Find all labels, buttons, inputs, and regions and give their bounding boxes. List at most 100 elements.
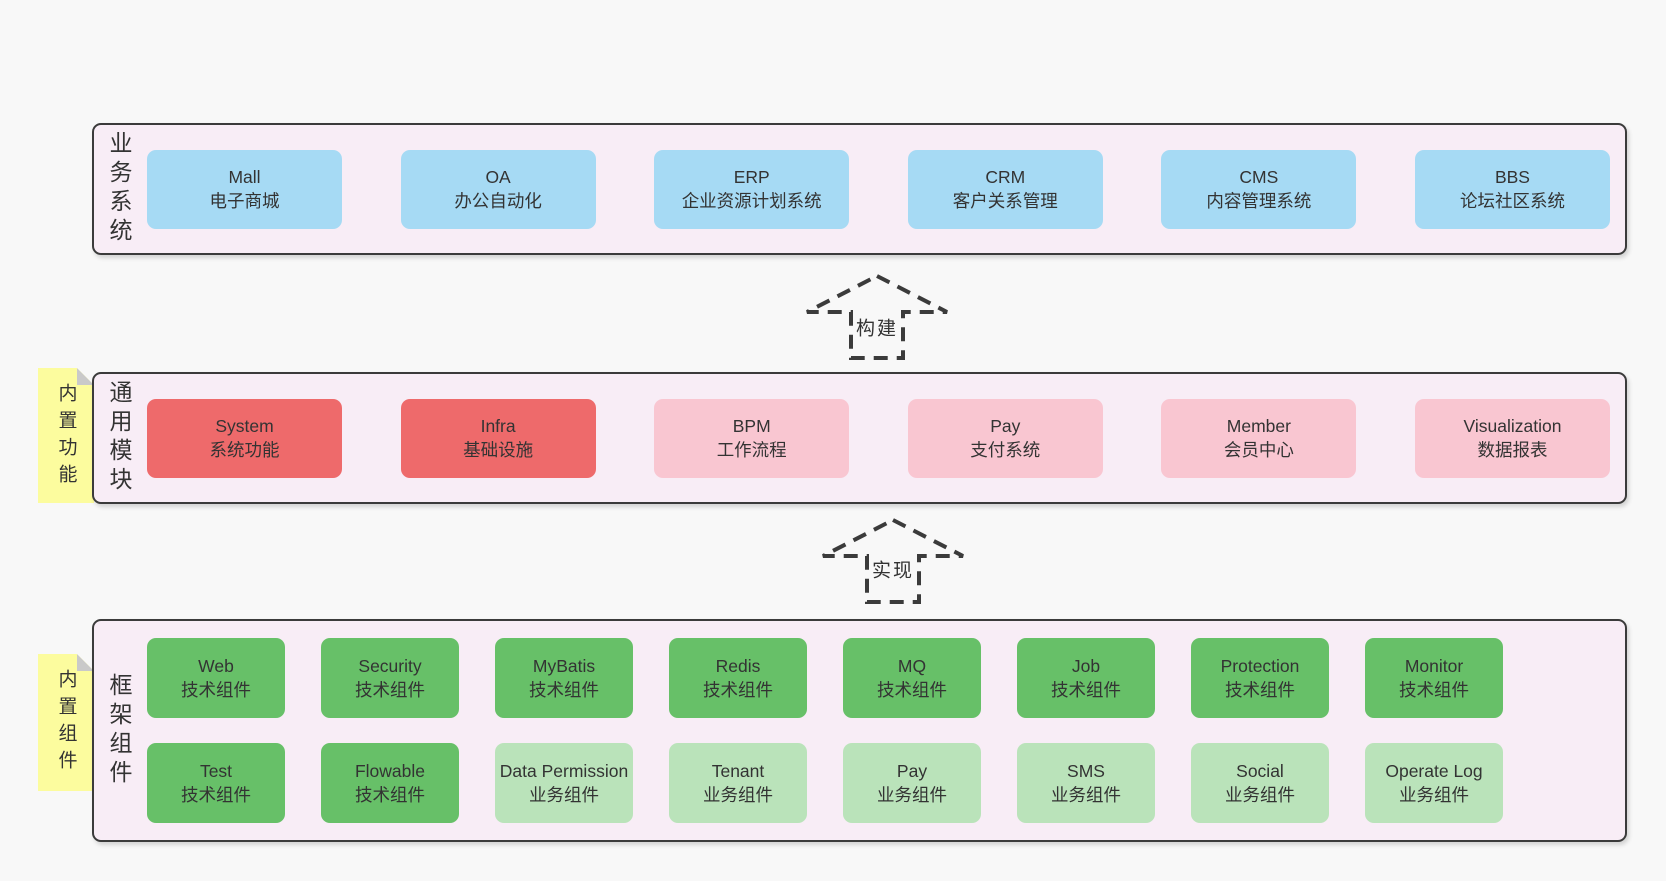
- box-title: Member: [1226, 416, 1291, 436]
- box-title: Job: [1071, 656, 1101, 676]
- box-title: Web: [198, 656, 234, 676]
- tenant-box: Tenant 业务组件: [669, 743, 807, 823]
- box-title: Tenant: [711, 761, 765, 781]
- box-subtitle: 业务组件: [1051, 785, 1121, 805]
- box-title: Pay: [896, 761, 928, 781]
- note-label: 内置组件: [55, 669, 77, 777]
- monitor-box: Monitor 技术组件: [1365, 638, 1503, 718]
- pay-box: Pay 支付系统: [907, 398, 1103, 478]
- box-subtitle: 论坛社区系统: [1459, 191, 1565, 211]
- box-subtitle: 工作流程: [716, 440, 787, 460]
- box-subtitle: 技术组件: [181, 785, 251, 805]
- layer-label-common: 通用模块: [106, 380, 132, 496]
- sticky-note-builtin-features: 内置功能: [38, 368, 94, 503]
- box-title: MQ: [897, 656, 927, 676]
- data-permission-box: Data Permission 业务组件: [495, 743, 633, 823]
- job-box: Job 技术组件: [1017, 638, 1155, 718]
- framework-rows: Web 技术组件 Security 技术组件 MyBatis 技术组件 Redi…: [141, 638, 1625, 823]
- operate-log-box: Operate Log 业务组件: [1365, 743, 1503, 823]
- box-subtitle: 技术组件: [877, 680, 947, 700]
- box-title: Security: [358, 656, 422, 676]
- crm-box: CRM 客户关系管理: [907, 149, 1103, 229]
- security-box: Security 技术组件: [321, 638, 459, 718]
- box-subtitle: 客户关系管理: [952, 191, 1058, 211]
- cms-box: CMS 内容管理系统: [1161, 149, 1357, 229]
- layer-label-framework: 框架组件: [106, 672, 132, 789]
- member-box: Member 会员中心: [1161, 398, 1357, 478]
- business-systems-layer: 业务系统 Mall 电子商城 OA 办公自动化 ERP 企业资源计划系统 CRM…: [92, 123, 1627, 255]
- box-subtitle: 技术组件: [355, 680, 425, 700]
- box-title: Redis: [715, 656, 761, 676]
- box-title: System: [215, 416, 274, 436]
- box-subtitle: 技术组件: [355, 785, 425, 805]
- common-modules-layer: 通用模块 System 系统功能 Infra 基础设施 BPM 工作流程 Pay…: [92, 372, 1627, 504]
- flowable-box: Flowable 技术组件: [321, 743, 459, 823]
- bbs-box: BBS 论坛社区系统: [1414, 149, 1610, 229]
- box-title: SMS: [1067, 761, 1105, 781]
- sms-box: SMS 业务组件: [1017, 743, 1155, 823]
- framework-components-layer: 框架组件 Web 技术组件 Security 技术组件 MyBatis 技术组件…: [92, 619, 1627, 842]
- box-subtitle: 业务组件: [877, 785, 947, 805]
- infra-box: Infra 基础设施: [400, 398, 596, 478]
- box-title: MyBatis: [532, 656, 596, 676]
- business-boxes-row: Mall 电子商城 OA 办公自动化 ERP 企业资源计划系统 CRM 客户关系…: [141, 149, 1625, 229]
- box-subtitle: 技术组件: [1051, 680, 1121, 700]
- build-arrow-label: 构建: [853, 312, 901, 342]
- box-subtitle: 技术组件: [1225, 680, 1295, 700]
- box-subtitle: 会员中心: [1223, 440, 1294, 460]
- box-title: Mall: [228, 167, 261, 187]
- common-boxes-row: System 系统功能 Infra 基础设施 BPM 工作流程 Pay 支付系统…: [141, 398, 1625, 478]
- box-title: OA: [485, 167, 511, 187]
- box-title: BBS: [1494, 167, 1530, 187]
- box-subtitle: 内容管理系统: [1206, 191, 1312, 211]
- mq-box: MQ 技术组件: [843, 638, 981, 718]
- box-subtitle: 业务组件: [529, 785, 599, 805]
- box-subtitle: 技术组件: [703, 680, 773, 700]
- pay-box: Pay 业务组件: [843, 743, 981, 823]
- box-title: ERP: [733, 167, 770, 187]
- erp-box: ERP 企业资源计划系统: [654, 149, 850, 229]
- box-title: CRM: [985, 167, 1026, 187]
- test-box: Test 技术组件: [147, 743, 285, 823]
- oa-box: OA 办公自动化: [400, 149, 596, 229]
- box-title: Operate Log: [1385, 761, 1483, 781]
- sticky-note-builtin-components: 内置组件: [38, 654, 94, 791]
- social-box: Social 业务组件: [1191, 743, 1329, 823]
- framework-boxes-row-1: Web 技术组件 Security 技术组件 MyBatis 技术组件 Redi…: [147, 638, 1503, 718]
- box-subtitle: 电子商城: [209, 191, 280, 211]
- box-title: Social: [1236, 761, 1284, 781]
- redis-box: Redis 技术组件: [669, 638, 807, 718]
- layer-label-business: 业务系统: [106, 131, 132, 247]
- box-title: Pay: [990, 416, 1021, 436]
- box-subtitle: 系统功能: [209, 440, 280, 460]
- box-subtitle: 技术组件: [181, 680, 251, 700]
- protection-box: Protection 技术组件: [1191, 638, 1329, 718]
- box-title: Data Permission: [499, 761, 629, 781]
- box-title: CMS: [1239, 167, 1279, 187]
- note-label: 内置功能: [55, 383, 77, 491]
- box-subtitle: 业务组件: [703, 785, 773, 805]
- box-title: Infra: [480, 416, 516, 436]
- bpm-box: BPM 工作流程: [654, 398, 850, 478]
- mybatis-box: MyBatis 技术组件: [495, 638, 633, 718]
- box-subtitle: 数据报表: [1477, 440, 1548, 460]
- box-title: Flowable: [354, 761, 426, 781]
- box-subtitle: 基础设施: [463, 440, 534, 460]
- box-subtitle: 技术组件: [529, 680, 599, 700]
- system-box: System 系统功能: [147, 398, 342, 478]
- box-title: BPM: [732, 416, 771, 436]
- box-title: Monitor: [1404, 656, 1464, 676]
- box-subtitle: 业务组件: [1225, 785, 1295, 805]
- box-title: Protection: [1220, 656, 1300, 676]
- visualization-box: Visualization 数据报表: [1414, 398, 1610, 478]
- box-subtitle: 支付系统: [970, 440, 1041, 460]
- web-box: Web 技术组件: [147, 638, 285, 718]
- box-title: Test: [199, 761, 233, 781]
- box-title: Visualization: [1463, 416, 1562, 436]
- box-subtitle: 企业资源计划系统: [681, 191, 822, 211]
- mall-box: Mall 电子商城: [147, 149, 342, 229]
- framework-boxes-row-2: Test 技术组件 Flowable 技术组件 Data Permission …: [147, 743, 1503, 823]
- box-subtitle: 技术组件: [1399, 680, 1469, 700]
- box-subtitle: 办公自动化: [454, 191, 542, 211]
